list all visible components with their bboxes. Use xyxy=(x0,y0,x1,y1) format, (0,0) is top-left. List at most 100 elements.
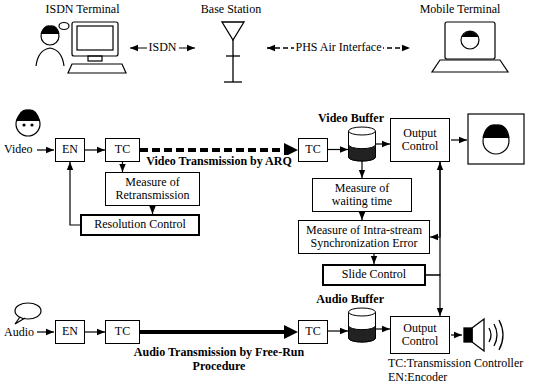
edge-label: Video Transmission by ARQ xyxy=(144,155,293,169)
edge-label: ISDN xyxy=(146,41,178,55)
node-heading: Base Station xyxy=(201,3,261,16)
controller-box: TC xyxy=(105,138,140,162)
note-label: TC:Transmission Controller xyxy=(388,357,523,370)
note-label: EN:Encoder xyxy=(388,371,447,384)
node-text: Output Control xyxy=(394,322,446,348)
speech-icon xyxy=(15,303,41,324)
keyboard xyxy=(68,64,126,73)
process-box: Output Control xyxy=(390,118,450,162)
flow-arrow xyxy=(361,212,362,220)
speech-bubble xyxy=(15,303,41,319)
flow-arrow xyxy=(430,162,440,237)
base-station-icon xyxy=(222,22,244,82)
sound-wave xyxy=(494,324,497,346)
monitor-screen xyxy=(77,26,113,50)
screen-face xyxy=(461,31,479,49)
buffer-cylinder: Video Buffer xyxy=(348,127,376,161)
controller-box: TC xyxy=(298,138,328,162)
sound-wave xyxy=(499,320,503,350)
flow-arrow xyxy=(373,254,374,264)
mast-base xyxy=(224,81,242,82)
node-text: Slide Control xyxy=(342,268,406,281)
mast xyxy=(232,40,233,82)
process-box: Measure of Retransmission xyxy=(105,172,200,206)
flow-arrow xyxy=(361,161,362,178)
buffer-cylinder: Audio Buffer xyxy=(348,308,376,342)
flow-arrow xyxy=(328,149,348,150)
input-arrow xyxy=(37,331,54,332)
flow-arrow xyxy=(122,162,123,172)
node-text: TC xyxy=(115,143,130,156)
node-text: TC xyxy=(305,143,320,156)
computer-icon xyxy=(68,22,126,73)
mast-bar xyxy=(226,55,240,56)
speech-tail xyxy=(15,317,25,324)
monitor-stand xyxy=(88,56,102,61)
flow-arrow xyxy=(376,328,390,329)
face-icon xyxy=(16,110,40,136)
flow-arrow xyxy=(426,275,440,316)
display-hair xyxy=(483,125,509,138)
process-box: Output Control xyxy=(390,316,450,354)
speaker-cone xyxy=(472,319,484,351)
base-station: Base Station xyxy=(195,3,267,85)
node-text: Measure of Intra-stream Synchronization … xyxy=(302,224,426,250)
terminal-icon: ISDN Terminal xyxy=(35,3,130,78)
edge-label: PHS Air Interface xyxy=(294,41,384,55)
speech-bubble xyxy=(59,23,69,30)
person-icon xyxy=(36,23,69,67)
display-icon xyxy=(468,114,524,164)
input-arrow xyxy=(37,149,54,150)
face-hair xyxy=(17,110,39,121)
node-text: TC xyxy=(305,325,320,338)
monitor xyxy=(72,22,118,56)
flow-arrow xyxy=(152,206,153,214)
node-heading: Mobile Terminal xyxy=(420,3,501,16)
node-text: TC xyxy=(115,325,130,338)
flow-arrow xyxy=(70,162,80,225)
connectors xyxy=(70,48,440,332)
cylinder-fill xyxy=(349,145,376,161)
node-text: Output Control xyxy=(394,127,446,153)
cylinder-top xyxy=(349,308,376,316)
encoder-box: EN xyxy=(55,138,85,162)
flow-arrow xyxy=(85,149,105,150)
cylinder-outline xyxy=(348,127,376,161)
controller-box: TC xyxy=(298,320,328,344)
antenna xyxy=(222,22,244,40)
node-heading: Video Buffer xyxy=(318,112,384,125)
node-text: EN xyxy=(62,325,78,338)
speaker-icon xyxy=(464,319,503,351)
node-text: Resolution Control xyxy=(94,218,186,231)
encoder-box: EN xyxy=(55,320,85,344)
cylinder-top xyxy=(349,127,376,135)
output-arrow xyxy=(451,139,467,140)
cylinder-fill xyxy=(349,326,376,342)
eye xyxy=(31,124,33,126)
node-heading: ISDN Terminal xyxy=(46,3,120,16)
transmission-arrow xyxy=(140,330,290,334)
transmission-arrow xyxy=(140,148,290,152)
control-box: Slide Control xyxy=(322,264,426,286)
node-text: EN xyxy=(62,143,78,156)
control-box: Resolution Control xyxy=(80,214,200,236)
sound-wave xyxy=(489,328,491,342)
flow-arrow xyxy=(426,162,440,275)
controller-box: TC xyxy=(105,320,140,344)
flow-arrow xyxy=(376,143,390,144)
person-body xyxy=(36,48,64,66)
speaker-body xyxy=(464,328,472,342)
display-frame xyxy=(468,114,524,164)
process-box: Measure of waiting time xyxy=(312,178,412,212)
mobile-terminal: Mobile Terminal xyxy=(410,3,510,78)
node-heading: Audio Buffer xyxy=(316,293,384,306)
laptop-screen xyxy=(445,22,495,59)
flow-arrow xyxy=(85,331,105,332)
laptop-base xyxy=(432,60,508,72)
eye xyxy=(23,124,25,126)
flow-arrow xyxy=(328,330,348,331)
output-arrow xyxy=(451,334,462,335)
laptop-icon xyxy=(432,22,508,72)
person-hair xyxy=(41,26,59,34)
